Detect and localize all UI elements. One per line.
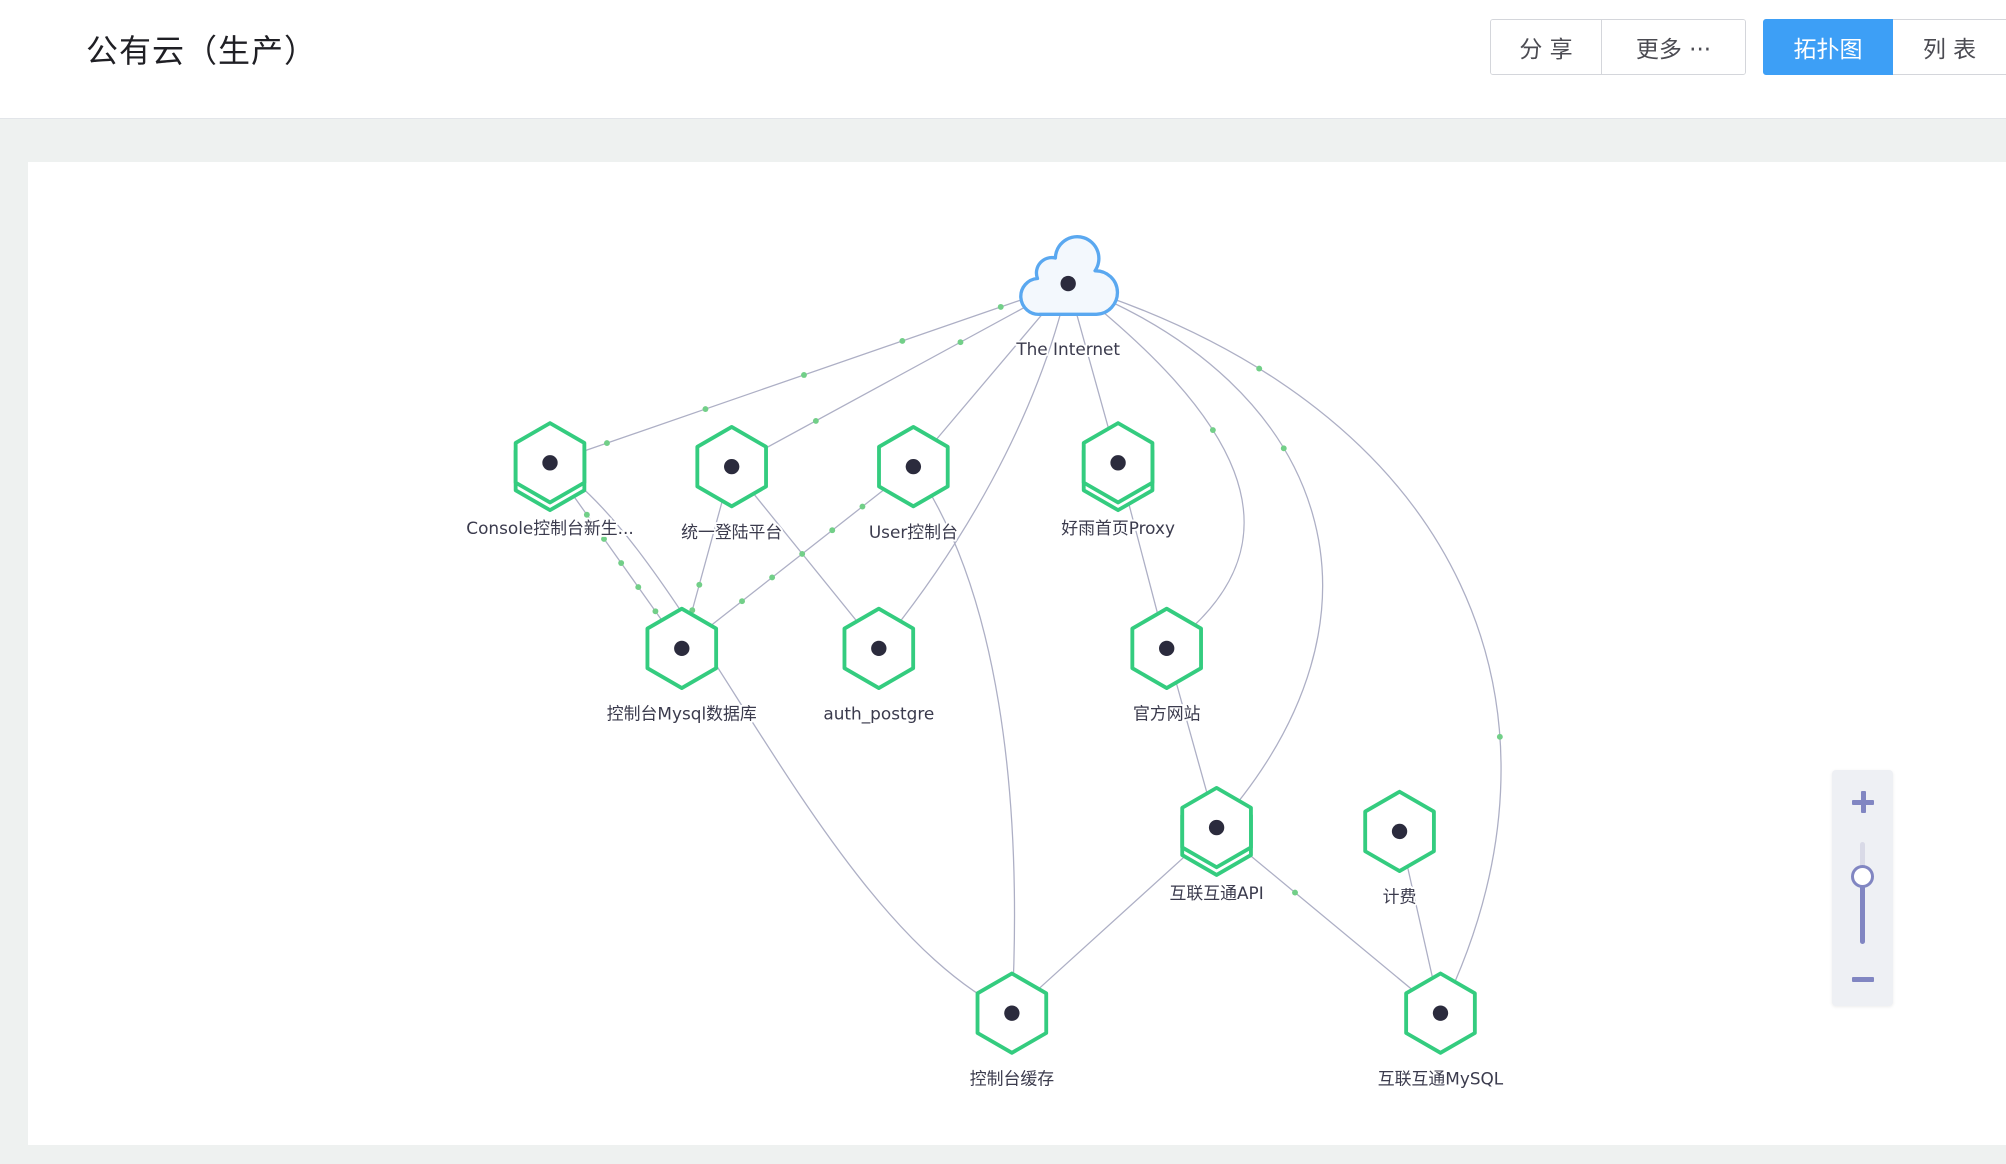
node-label: 好雨首页Proxy [1061, 518, 1175, 538]
console-mysql-node[interactable]: 控制台Mysql数据库 [605, 606, 759, 726]
node-center-dot [724, 458, 740, 475]
node-center-dot [905, 458, 922, 475]
edge-interconnect-api-node-to-console-cache-node [1011, 827, 1218, 1014]
node-center-dot [1159, 640, 1175, 657]
cloud-icon [1019, 235, 1120, 316]
proxy-node[interactable]: 好雨首页Proxy [1059, 421, 1177, 540]
node-center-dot [1110, 455, 1126, 471]
zoom-out-button[interactable] [1832, 959, 1893, 999]
sso-platform-node[interactable]: 统一登陆平台 [679, 425, 784, 544]
auth-postgre-node[interactable]: auth_postgre [821, 606, 936, 727]
traffic-dot [957, 339, 964, 346]
traffic-dot [769, 574, 776, 581]
node-center-dot [1004, 1005, 1020, 1021]
traffic-dot [1292, 889, 1298, 896]
interconnect-mysql-node[interactable]: 互联互通MySQL [1376, 971, 1506, 1090]
node-center-dot [674, 640, 690, 657]
node-label: User控制台 [869, 522, 958, 542]
node-label: 统一登陆平台 [681, 522, 782, 542]
list-view-button[interactable]: 列 表 [1893, 19, 2006, 75]
traffic-dot [829, 527, 836, 534]
zoom-in-button[interactable] [1832, 782, 1893, 822]
traffic-dot [812, 417, 819, 424]
website-node[interactable]: 官方网站 [1130, 606, 1203, 726]
user-console-node[interactable]: User控制台 [867, 425, 960, 544]
edge-internet-cloud-node-to-sso-platform-node [731, 283, 1069, 468]
edge-sso-platform-node-to-auth-postgre-node [731, 466, 880, 649]
traffic-dot [739, 598, 745, 605]
traffic-dot [859, 503, 866, 510]
zoom-slider[interactable] [1851, 842, 1874, 944]
node-label: 控制台缓存 [970, 1068, 1054, 1088]
edge-internet-cloud-node-to-auth-postgre-node [878, 283, 1069, 649]
traffic-dot [583, 511, 590, 518]
traffic-dot [1280, 445, 1287, 452]
action-button-group: 分 享 更多 ··· [1490, 19, 1746, 75]
traffic-dot [652, 608, 659, 615]
traffic-dot [899, 337, 906, 344]
traffic-dot [801, 372, 807, 378]
traffic-dot [1256, 365, 1263, 372]
node-label: 计费 [1383, 887, 1417, 907]
traffic-dot [997, 303, 1004, 310]
view-toggle: 拓扑图 列 表 [1763, 19, 2006, 75]
node-center-dot [1208, 819, 1225, 836]
edge-user-console-node-to-console-mysql-node [681, 466, 914, 649]
billing-node[interactable]: 计费 [1363, 789, 1436, 909]
edge-internet-cloud-node-to-interconnect-mysql-node [1067, 282, 1502, 1014]
node-center-dot [1432, 1005, 1449, 1021]
node-label: Console控制台新生... [466, 518, 633, 538]
page-header: 公有云（生产） 分 享 更多 ··· 拓扑图 列 表 [0, 0, 2006, 119]
traffic-dot [799, 550, 806, 557]
node-center-dot [542, 455, 558, 471]
traffic-dot [603, 440, 610, 447]
node-center-dot [871, 640, 887, 657]
node-center-dot [1391, 823, 1408, 840]
edge-internet-cloud-node-to-console-node [549, 282, 1069, 464]
minus-icon [1852, 968, 1874, 990]
traffic-dot [702, 406, 709, 412]
internet-cloud-node[interactable]: The Internet [1013, 235, 1122, 361]
interconnect-api-node[interactable]: 互联互通API [1168, 785, 1266, 905]
traffic-dot [618, 560, 625, 566]
node-label: 互联互通API [1169, 883, 1263, 903]
node-center-dot [1060, 275, 1076, 292]
edge-interconnect-api-node-to-interconnect-mysql-node [1216, 827, 1441, 1014]
traffic-dot [635, 584, 642, 591]
traffic-dot [1209, 427, 1216, 433]
page-title: 公有云（生产） [86, 32, 318, 70]
topology-view-button[interactable]: 拓扑图 [1763, 19, 1893, 75]
more-button[interactable]: 更多 ··· [1602, 20, 1745, 74]
zoom-control [1832, 770, 1893, 1006]
zoom-slider-fill [1860, 876, 1865, 944]
traffic-dot [696, 581, 703, 588]
zoom-slider-handle[interactable] [1851, 865, 1874, 889]
node-label: 官方网站 [1133, 704, 1201, 724]
edge-internet-cloud-node-to-website-node [1067, 283, 1245, 649]
node-label: The Internet [1015, 339, 1120, 359]
traffic-layer [583, 303, 1503, 896]
traffic-dot [1496, 733, 1503, 740]
node-label: auth_postgre [823, 704, 934, 725]
console-cache-node[interactable]: 控制台缓存 [968, 971, 1056, 1090]
traffic-dot [601, 536, 607, 542]
edge-user-console-node-to-console-cache-node [912, 466, 1016, 1014]
console-node[interactable]: Console控制台新生... [464, 421, 636, 540]
node-label: 控制台Mysql数据库 [607, 704, 757, 724]
edge-internet-cloud-node-to-interconnect-api-node [1067, 282, 1324, 828]
node-label: 互联互通MySQL [1378, 1068, 1504, 1088]
plus-icon [1852, 791, 1874, 813]
share-button[interactable]: 分 享 [1491, 20, 1602, 74]
edge-console-node-to-console-cache-node [549, 462, 1013, 1014]
